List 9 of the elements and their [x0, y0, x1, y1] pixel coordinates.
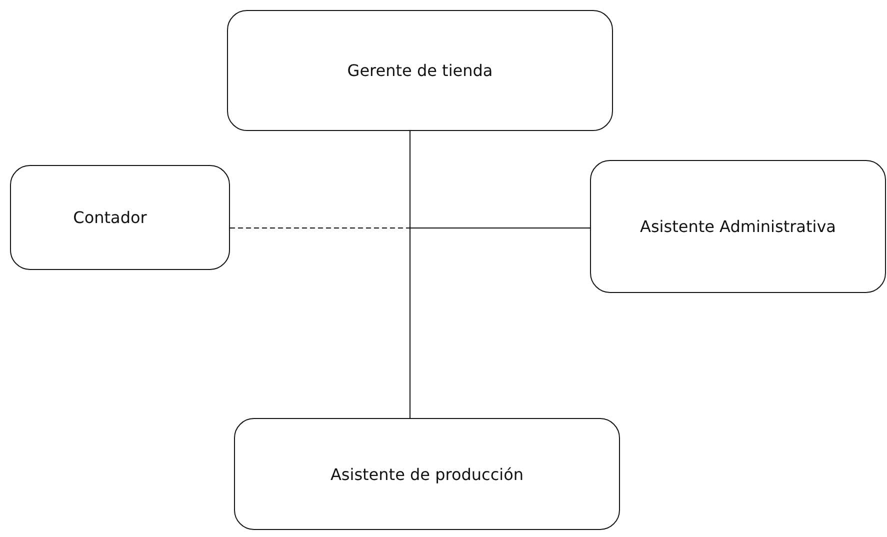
role-label: Contador — [73, 208, 147, 227]
role-box — [10, 165, 230, 270]
role-label: Asistente de producción — [330, 464, 524, 484]
connector-line — [410, 130, 590, 228]
role-label: Asistente Administrativa — [640, 217, 836, 236]
role-label: Gerente de tienda — [347, 61, 493, 80]
role-box — [234, 418, 620, 530]
role-box — [590, 160, 886, 293]
role-box — [227, 10, 613, 131]
